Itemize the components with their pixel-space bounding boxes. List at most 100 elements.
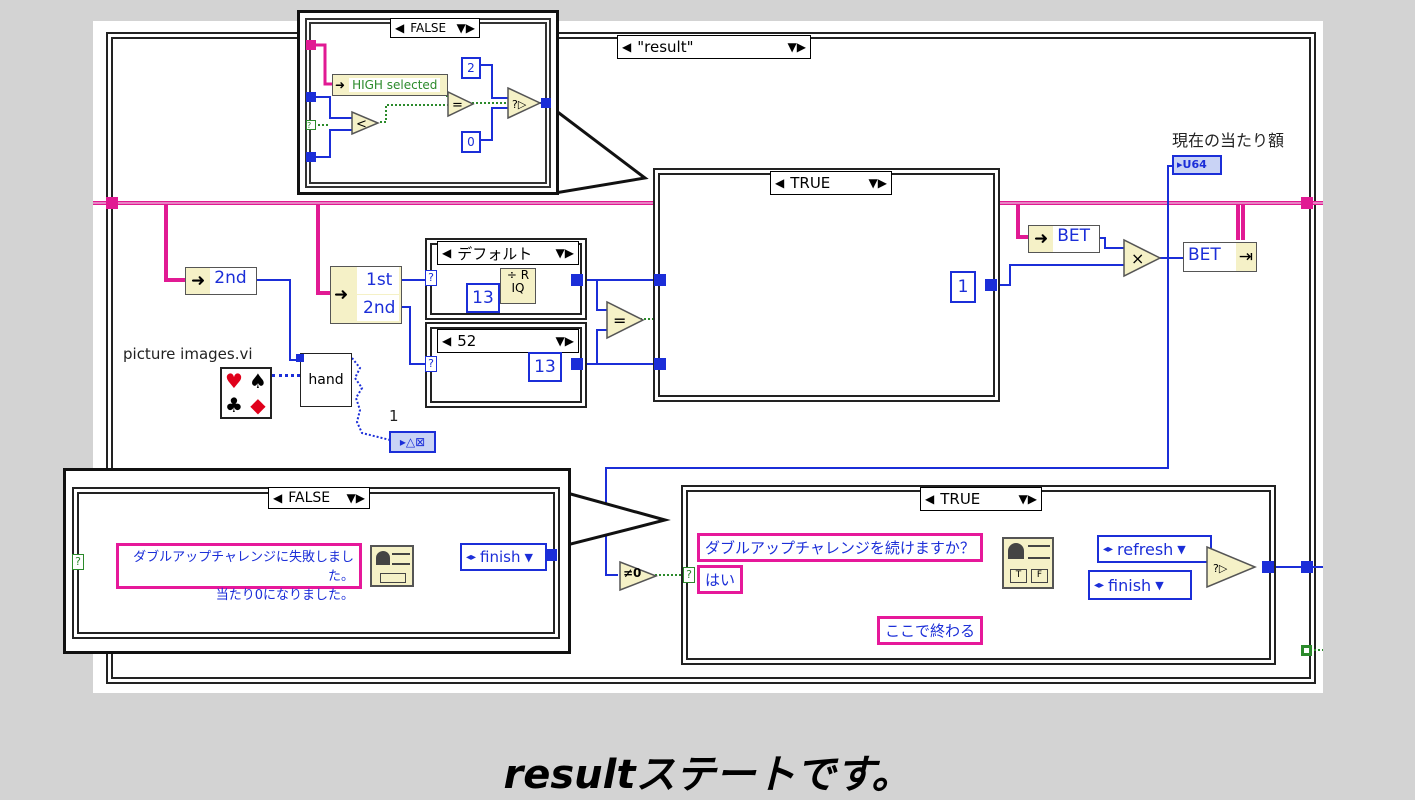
unbundle-1st-2nd[interactable]: ➜ 1st 2nd xyxy=(330,266,402,324)
dropdown-arrow-icon: ▼ xyxy=(524,550,533,564)
unbundle-arrow-icon: ➜ xyxy=(1034,229,1049,249)
dropdown-arrow-icon[interactable]: ▼▶ xyxy=(555,246,574,260)
inner-tunnel-2 xyxy=(654,358,666,370)
heart-icon: ♥ xyxy=(225,369,243,393)
finish-enum-constant[interactable]: ◂▸ finish ▼ xyxy=(460,543,547,571)
enum-icon: ◂▸ xyxy=(1103,543,1114,555)
spade-icon: ♠ xyxy=(249,369,267,393)
quit-string[interactable]: ここで終わる xyxy=(877,616,984,645)
bottom-true-case-selector[interactable]: ◀ TRUE ▼▶ xyxy=(920,487,1042,511)
const-one[interactable]: 1 xyxy=(950,271,976,303)
cluster-tunnel-right xyxy=(1301,197,1313,209)
main-case-selector[interactable]: ◀ "result" ▼▶ xyxy=(617,35,811,59)
decrement-arrow-icon[interactable]: ◀ xyxy=(622,40,632,54)
callout-false-selector[interactable]: ◀ FALSE ▼▶ xyxy=(390,18,480,38)
message-line-1: ダブルアップチャレンジに失敗しました。 xyxy=(133,550,354,584)
refresh-enum-constant[interactable]: ◂▸ refresh ▼ xyxy=(1097,535,1212,563)
dropdown-arrow-icon[interactable]: ▼▶ xyxy=(555,334,574,348)
field-1st: 1st xyxy=(357,267,399,294)
one-button-dialog-icon[interactable] xyxy=(370,545,414,587)
callout-bottom-selector[interactable]: ◀ FALSE ▼▶ xyxy=(268,487,370,509)
not-equal-zero-icon[interactable]: ≠0 xyxy=(618,560,659,592)
hand-label: hand xyxy=(308,372,344,388)
multiply-function-icon[interactable]: × xyxy=(1122,238,1162,278)
dropdown-arrow-icon[interactable]: ▼▶ xyxy=(868,176,887,190)
enum-icon: ◂▸ xyxy=(466,551,477,563)
enum-value: finish xyxy=(480,548,521,566)
unbundle-high-selected[interactable]: ➜ HIGH selected xyxy=(332,74,448,96)
svg-text:=: = xyxy=(452,98,463,113)
const-13-case52[interactable]: 13 xyxy=(528,352,562,382)
case-selector-value: デフォルト xyxy=(457,244,533,263)
callout-tunnel-1 xyxy=(306,92,316,102)
bool-tunnel: ? xyxy=(72,554,84,570)
equal-function-icon[interactable]: = xyxy=(605,300,645,340)
dropdown-arrow-icon[interactable]: ▼▶ xyxy=(787,40,806,54)
continue-prompt-string[interactable]: ダブルアップチャレンジを続けますか？ xyxy=(697,533,983,562)
cluster-tunnel-left xyxy=(106,197,118,209)
unbundle-2nd[interactable]: ➜ 2nd xyxy=(185,267,257,295)
decrement-arrow-icon[interactable]: ◀ xyxy=(273,491,283,505)
dropdown-arrow-icon[interactable]: ▼▶ xyxy=(456,21,475,35)
dialog-person-icon xyxy=(376,551,390,565)
dialog-lines-icon xyxy=(392,553,410,565)
decrement-arrow-icon[interactable]: ◀ xyxy=(775,176,785,190)
bundle-bet[interactable]: BET ⇥ xyxy=(1183,242,1257,272)
inner-true-case-selector[interactable]: ◀ TRUE ▼▶ xyxy=(770,171,892,195)
decrement-arrow-icon[interactable]: ◀ xyxy=(442,246,452,260)
yes-string[interactable]: はい xyxy=(697,565,744,594)
select-function-icon[interactable]: ?▷ xyxy=(1205,545,1257,589)
diamond-icon: ◆ xyxy=(250,393,266,417)
decrement-arrow-icon[interactable]: ◀ xyxy=(925,492,935,506)
enum-value: refresh xyxy=(1117,539,1174,559)
unbundle-arrow-icon: ➜ xyxy=(191,271,206,291)
svg-text:?▷: ?▷ xyxy=(1213,562,1228,575)
const-zero[interactable]: 0 xyxy=(461,131,481,153)
picture-wire xyxy=(272,374,300,377)
callout-bottom-output-tunnel xyxy=(545,549,557,561)
dialog-false-button-icon: F xyxy=(1031,569,1048,583)
bundle-arrow-icon: ⇥ xyxy=(1238,247,1253,267)
dropdown-arrow-icon: ▼ xyxy=(1155,578,1164,592)
callout-cluster-tunnel xyxy=(306,40,316,50)
dropdown-arrow-icon[interactable]: ▼▶ xyxy=(1018,492,1037,506)
club-icon: ♣ xyxy=(225,393,243,417)
callout-output-tunnel xyxy=(541,98,551,108)
current-amount-label: 現在の当たり額 xyxy=(1172,131,1285,150)
fail-message-string[interactable]: ダブルアップチャレンジに失敗しました。 当たり0になりました。 xyxy=(116,543,362,603)
finish-enum-constant-2[interactable]: ◂▸ finish ▼ xyxy=(1088,570,1192,600)
slide-caption: resultステートです。 xyxy=(503,752,912,798)
unbundle-bet[interactable]: ➜ BET xyxy=(1028,225,1100,253)
u64-label: U64 xyxy=(1182,158,1207,171)
default-case-selector[interactable]: ◀ デフォルト ▼▶ xyxy=(437,241,579,265)
u64-indicator[interactable]: ▸U64 xyxy=(1172,155,1222,175)
const-two[interactable]: 2 xyxy=(461,57,481,79)
const-two-value: 2 xyxy=(467,61,475,75)
decrement-arrow-icon[interactable]: ◀ xyxy=(395,21,405,35)
const-13-value: 13 xyxy=(534,357,556,377)
dialog-button-icon xyxy=(380,573,406,583)
bottom-output-tunnel xyxy=(1262,561,1274,573)
picture-images-vi-icon[interactable]: ♥ ♠ ♣ ◆ xyxy=(220,367,272,419)
inner-output-tunnel xyxy=(985,279,997,291)
const-13-default[interactable]: 13 xyxy=(466,283,500,313)
const-one-label: 1 xyxy=(389,407,399,425)
yes-text: はい xyxy=(705,571,736,589)
unbundle-arrow-icon: ➜ xyxy=(335,78,346,92)
svg-text:<: < xyxy=(356,117,367,132)
case-selector-value: 52 xyxy=(457,332,477,350)
picture-ring-indicator-icon[interactable]: ▸△⊠ xyxy=(389,431,436,453)
field-2nd: 2nd xyxy=(357,295,399,321)
enum-value: finish xyxy=(1108,575,1152,595)
two-button-dialog-icon[interactable]: T F xyxy=(1002,537,1054,589)
case-52-selector[interactable]: ◀ 52 ▼▶ xyxy=(437,329,579,353)
svg-text:×: × xyxy=(1131,249,1144,268)
case-selector-terminal: ? xyxy=(425,270,437,286)
decrement-arrow-icon[interactable]: ◀ xyxy=(442,334,452,348)
dropdown-arrow-icon[interactable]: ▼▶ xyxy=(346,491,365,505)
hand-subvi[interactable]: hand xyxy=(300,353,352,407)
prompt-text: ダブルアップチャレンジを続けますか？ xyxy=(705,539,975,557)
